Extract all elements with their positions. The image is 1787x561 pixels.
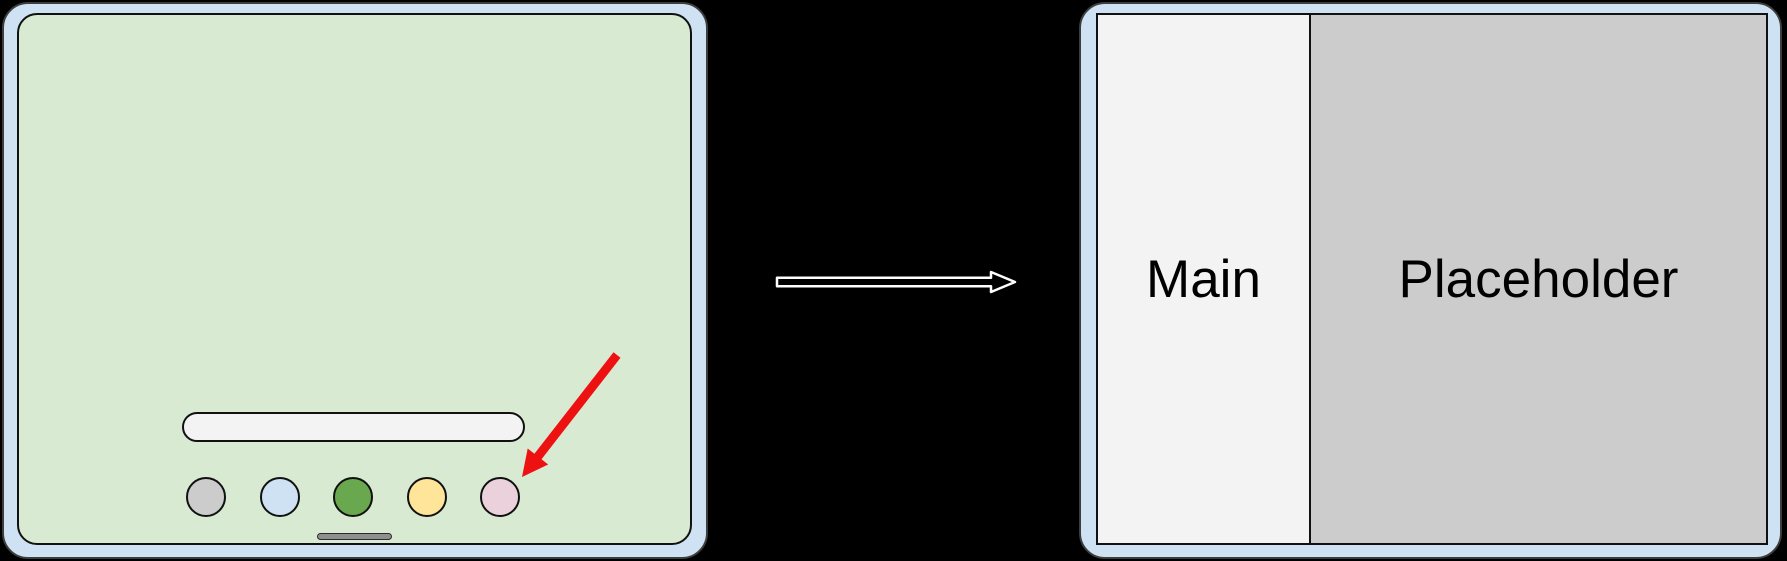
home-screen: [17, 13, 692, 545]
dock-icon-2[interactable]: [259, 477, 300, 517]
transition-arrow-icon: [775, 270, 1017, 294]
dock-icon-3[interactable]: [333, 477, 373, 517]
tablet-before: [2, 2, 708, 559]
placeholder-panel[interactable]: Placeholder: [1311, 15, 1766, 543]
dock-icon-1[interactable]: [186, 477, 226, 517]
main-panel[interactable]: Main: [1098, 15, 1311, 543]
placeholder-panel-label: Placeholder: [1398, 249, 1679, 309]
search-bar[interactable]: [182, 412, 525, 442]
split-screen: Main Placeholder: [1096, 13, 1768, 545]
dock-icon-5[interactable]: [480, 477, 520, 517]
transition-arrow-shape: [775, 270, 1017, 294]
dock-icon-4[interactable]: [406, 477, 447, 517]
home-indicator[interactable]: [317, 533, 392, 540]
tablet-after: Main Placeholder: [1079, 2, 1782, 559]
dock: [186, 477, 520, 517]
annotation-arrow-shape: [522, 352, 621, 477]
main-panel-label: Main: [1146, 249, 1261, 309]
annotation-arrow-icon: [522, 352, 621, 477]
